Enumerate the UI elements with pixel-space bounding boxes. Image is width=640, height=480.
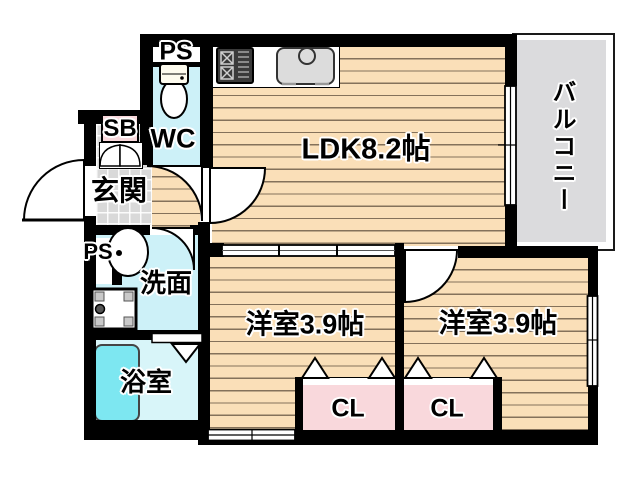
pipe-space-side-label: PS <box>83 239 113 264</box>
bedroom1-window <box>207 428 296 442</box>
wall <box>505 205 517 248</box>
wall <box>505 34 517 86</box>
wall <box>493 377 502 435</box>
balcony-deck <box>517 40 606 242</box>
bedroom2-door-arc <box>404 249 459 304</box>
kitchen-sink-icon <box>276 47 335 86</box>
folding-door-marker <box>469 356 499 379</box>
toilet-label: WC <box>150 123 196 154</box>
bedroom2-label: 洋室3.9帖 <box>438 308 558 339</box>
folding-door-marker <box>367 356 397 379</box>
wall <box>84 225 150 235</box>
wall <box>200 34 213 168</box>
wall <box>84 124 96 166</box>
wall <box>295 377 303 435</box>
washbasin-icon <box>107 227 149 277</box>
wall <box>588 386 598 432</box>
closet2-label: CL <box>430 394 464 423</box>
bedroom1-label: 洋室3.9帖 <box>245 309 365 340</box>
wall <box>395 243 404 445</box>
closet1-label: CL <box>331 394 365 423</box>
wall <box>588 250 598 296</box>
wall <box>84 330 200 340</box>
wall <box>198 222 210 445</box>
balcony-window <box>498 85 517 206</box>
shoe-cabinet-door-arc <box>119 144 141 167</box>
wall <box>198 243 224 257</box>
wall <box>140 34 517 47</box>
folding-door-marker <box>300 356 330 379</box>
washroom-door-arc <box>151 227 195 271</box>
balcony-area <box>512 33 615 251</box>
closet2-area <box>403 377 494 441</box>
sliding-door <box>221 244 396 257</box>
washroom-label: 洗面 <box>139 268 193 298</box>
ldk-label: LDK8.2帖 <box>301 133 431 166</box>
entrance-door-arc <box>22 158 85 221</box>
gas-stove-icon <box>216 47 254 84</box>
toilet-door-arc <box>146 165 203 222</box>
folding-door-marker <box>169 343 203 364</box>
folding-door-marker <box>403 356 433 379</box>
ldk-door-arc <box>209 167 267 225</box>
closet1-area <box>302 377 396 441</box>
balcony-label: バルコニー <box>548 79 575 215</box>
wall <box>84 420 205 440</box>
bathtub-icon <box>94 344 140 422</box>
bathroom-door <box>151 332 203 364</box>
entrance-label: 玄関 <box>90 175 148 206</box>
bedroom2-window <box>586 295 599 387</box>
bathroom-label: 浴室 <box>119 367 173 397</box>
pipe-space-top-label: PS <box>159 37 193 66</box>
washing-machine-icon <box>90 287 138 331</box>
shoe-box-label: SB <box>103 115 137 142</box>
wall <box>458 246 598 258</box>
shoe-cabinet-door-arc <box>99 144 121 167</box>
toilet-icon <box>159 63 189 119</box>
shoe-box-badge <box>101 114 139 143</box>
